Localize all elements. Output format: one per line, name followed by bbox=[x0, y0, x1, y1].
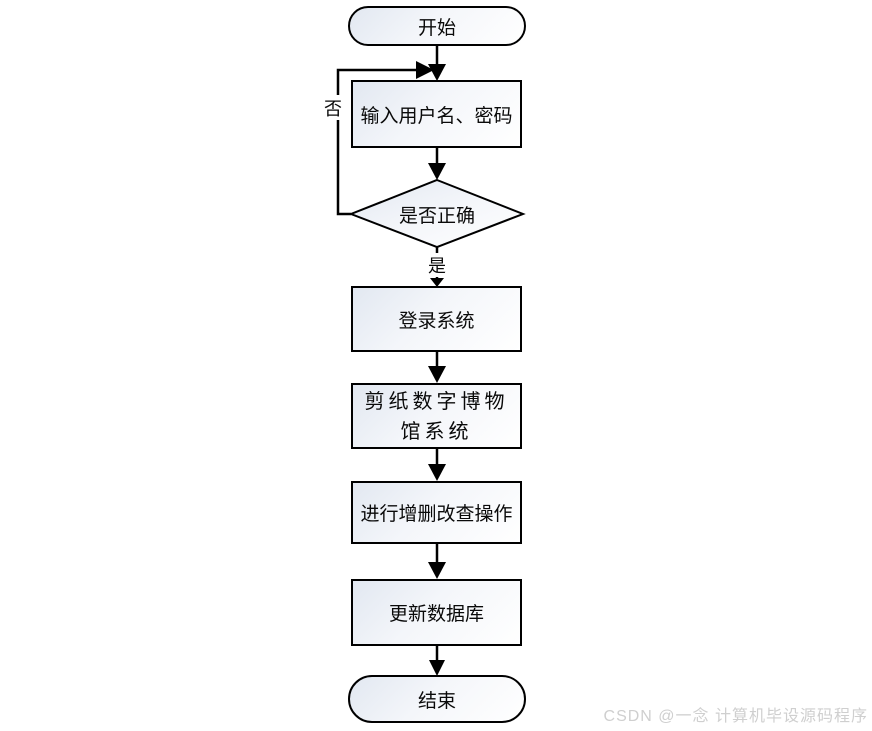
node-museum-system: 剪纸数字博物馆系统 bbox=[351, 383, 522, 449]
arrowhead-input-decision bbox=[428, 163, 446, 180]
watermark-text: CSDN @一念 计算机毕设源码程序 bbox=[603, 708, 868, 725]
node-start: 开始 bbox=[348, 6, 526, 46]
arrowhead-update-end bbox=[429, 660, 445, 676]
node-start-label: 开始 bbox=[417, 17, 456, 39]
node-update-database-label: 更新数据库 bbox=[388, 604, 484, 625]
node-museum-system-label: 剪纸数字博物馆系统 bbox=[364, 389, 509, 443]
arrowhead-museum-crud bbox=[428, 464, 446, 481]
edge-label-yes-text: 是 bbox=[428, 256, 446, 276]
node-decision-label: 是否正确 bbox=[398, 205, 475, 227]
node-crud-operations: 进行增删改查操作 bbox=[351, 481, 522, 544]
arrowhead-no-loop bbox=[416, 61, 434, 79]
node-input-credentials: 输入用户名、密码 bbox=[351, 80, 522, 148]
node-input-credentials-label: 输入用户名、密码 bbox=[360, 105, 513, 127]
node-end-label: 结束 bbox=[417, 690, 456, 712]
node-decision-label-wrap: 是否正确 bbox=[367, 201, 507, 227]
edge-label-no: 否 bbox=[320, 95, 346, 120]
node-login-system-label: 登录系统 bbox=[398, 310, 475, 332]
arrowhead-decision-login bbox=[430, 278, 444, 287]
edge-label-no-text: 否 bbox=[324, 98, 342, 119]
node-login-system: 登录系统 bbox=[351, 286, 522, 352]
arrowhead-login-museum bbox=[428, 366, 446, 383]
connector-no-loop bbox=[336, 68, 416, 216]
edge-label-yes: 是 bbox=[425, 253, 449, 277]
node-end: 结束 bbox=[348, 675, 526, 723]
node-crud-operations-label: 进行增删改查操作 bbox=[360, 504, 513, 525]
arrowhead-start-input bbox=[428, 64, 446, 81]
arrowhead-crud-update bbox=[428, 562, 446, 579]
node-update-database: 更新数据库 bbox=[351, 579, 522, 646]
